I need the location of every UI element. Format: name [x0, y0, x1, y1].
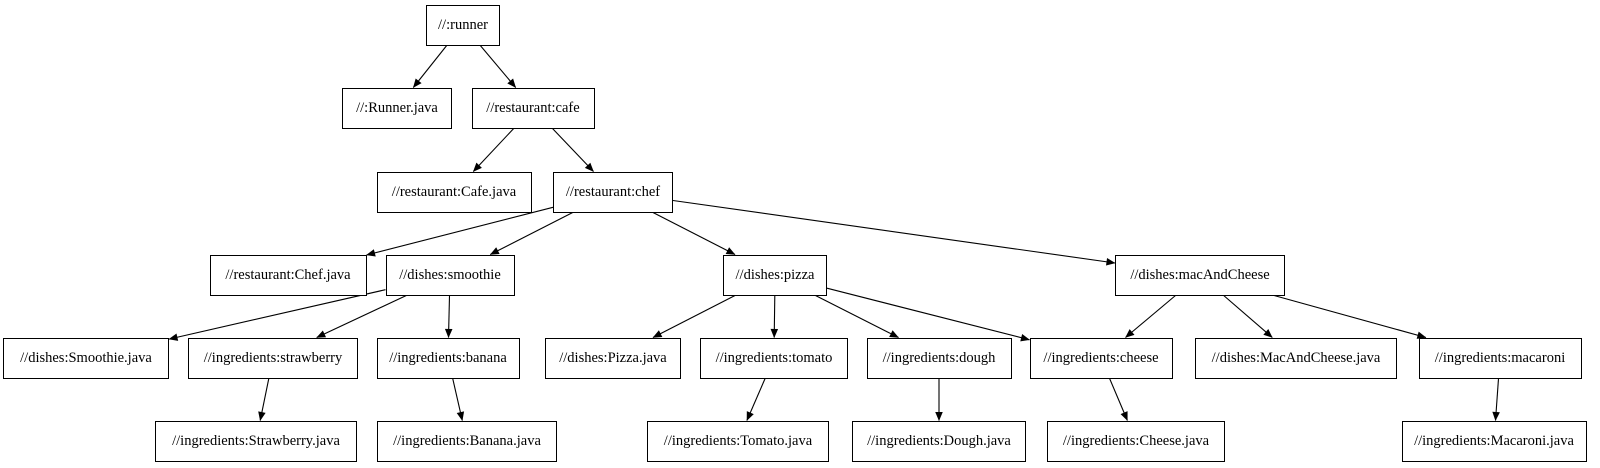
node-runner-java: //:Runner.java	[342, 87, 452, 129]
node-chef-java: //restaurant:Chef.java	[209, 254, 367, 296]
node-cafe-java: //restaurant:Cafe.java	[376, 171, 532, 213]
edge-smoothie-to-strawberry	[316, 295, 407, 338]
node-cheese-java: //ingredients:Cheese.java	[1047, 420, 1225, 462]
edge-chef-to-chef-java	[366, 206, 554, 257]
node-strawberry: //ingredients:strawberry	[188, 337, 358, 379]
edge-pizza-to-cheese	[826, 287, 1030, 342]
edge-chef-to-pizza	[652, 212, 736, 255]
node-cafe: //restaurant:cafe	[471, 87, 595, 129]
node-chef: //restaurant:chef	[553, 171, 673, 213]
edge-banana-to-banana-java	[452, 378, 465, 421]
edge-mac-and-cheese-to-mac-and-cheese-java	[1223, 295, 1273, 338]
edge-pizza-to-dough	[815, 295, 899, 338]
edge-cheese-to-cheese-java	[1109, 378, 1128, 421]
edge-strawberry-to-strawberry-java	[258, 378, 270, 421]
node-macaroni: //ingredients:macaroni	[1418, 337, 1582, 379]
node-macaroni-java: //ingredients:Macaroni.java	[1401, 420, 1587, 462]
edge-cafe-to-cafe-java	[472, 128, 515, 172]
edge-cafe-to-chef	[552, 128, 594, 172]
edge-chef-to-smoothie	[489, 212, 573, 255]
edge-chef-to-mac-and-cheese	[672, 199, 1116, 266]
edge-mac-and-cheese-to-cheese	[1125, 295, 1176, 338]
node-runner: //:runner	[426, 4, 500, 46]
node-banana-java: //ingredients:Banana.java	[377, 420, 557, 462]
node-cheese: //ingredients:cheese	[1029, 337, 1173, 379]
node-smoothie-java: //dishes:Smoothie.java	[3, 337, 169, 379]
edge-mac-and-cheese-to-macaroni	[1273, 294, 1427, 339]
edge-pizza-to-tomato	[770, 295, 779, 338]
node-pizza-java: //dishes:Pizza.java	[545, 337, 681, 379]
node-strawberry-java: //ingredients:Strawberry.java	[155, 420, 357, 462]
node-banana: //ingredients:banana	[376, 337, 520, 379]
edge-tomato-to-tomato-java	[746, 378, 766, 421]
edge-pizza-to-pizza-java	[652, 295, 736, 338]
edge-runner-to-cafe	[479, 45, 517, 88]
node-pizza: //dishes:pizza	[723, 254, 827, 296]
node-dough-java: //ingredients:Dough.java	[852, 420, 1026, 462]
node-tomato-java: //ingredients:Tomato.java	[647, 420, 829, 462]
node-smoothie: //dishes:smoothie	[385, 254, 515, 296]
edge-smoothie-to-banana	[444, 295, 453, 338]
edge-macaroni-to-macaroni-java	[1492, 378, 1500, 421]
node-mac-and-cheese: //dishes:macAndCheese	[1115, 254, 1285, 296]
edge-smoothie-to-smoothie-java	[168, 289, 386, 341]
node-dough: //ingredients:dough	[866, 337, 1012, 379]
node-tomato: //ingredients:tomato	[700, 337, 848, 379]
edge-runner-to-runner-java	[412, 45, 448, 88]
node-mac-and-cheese-java: //dishes:MacAndCheese.java	[1195, 337, 1397, 379]
